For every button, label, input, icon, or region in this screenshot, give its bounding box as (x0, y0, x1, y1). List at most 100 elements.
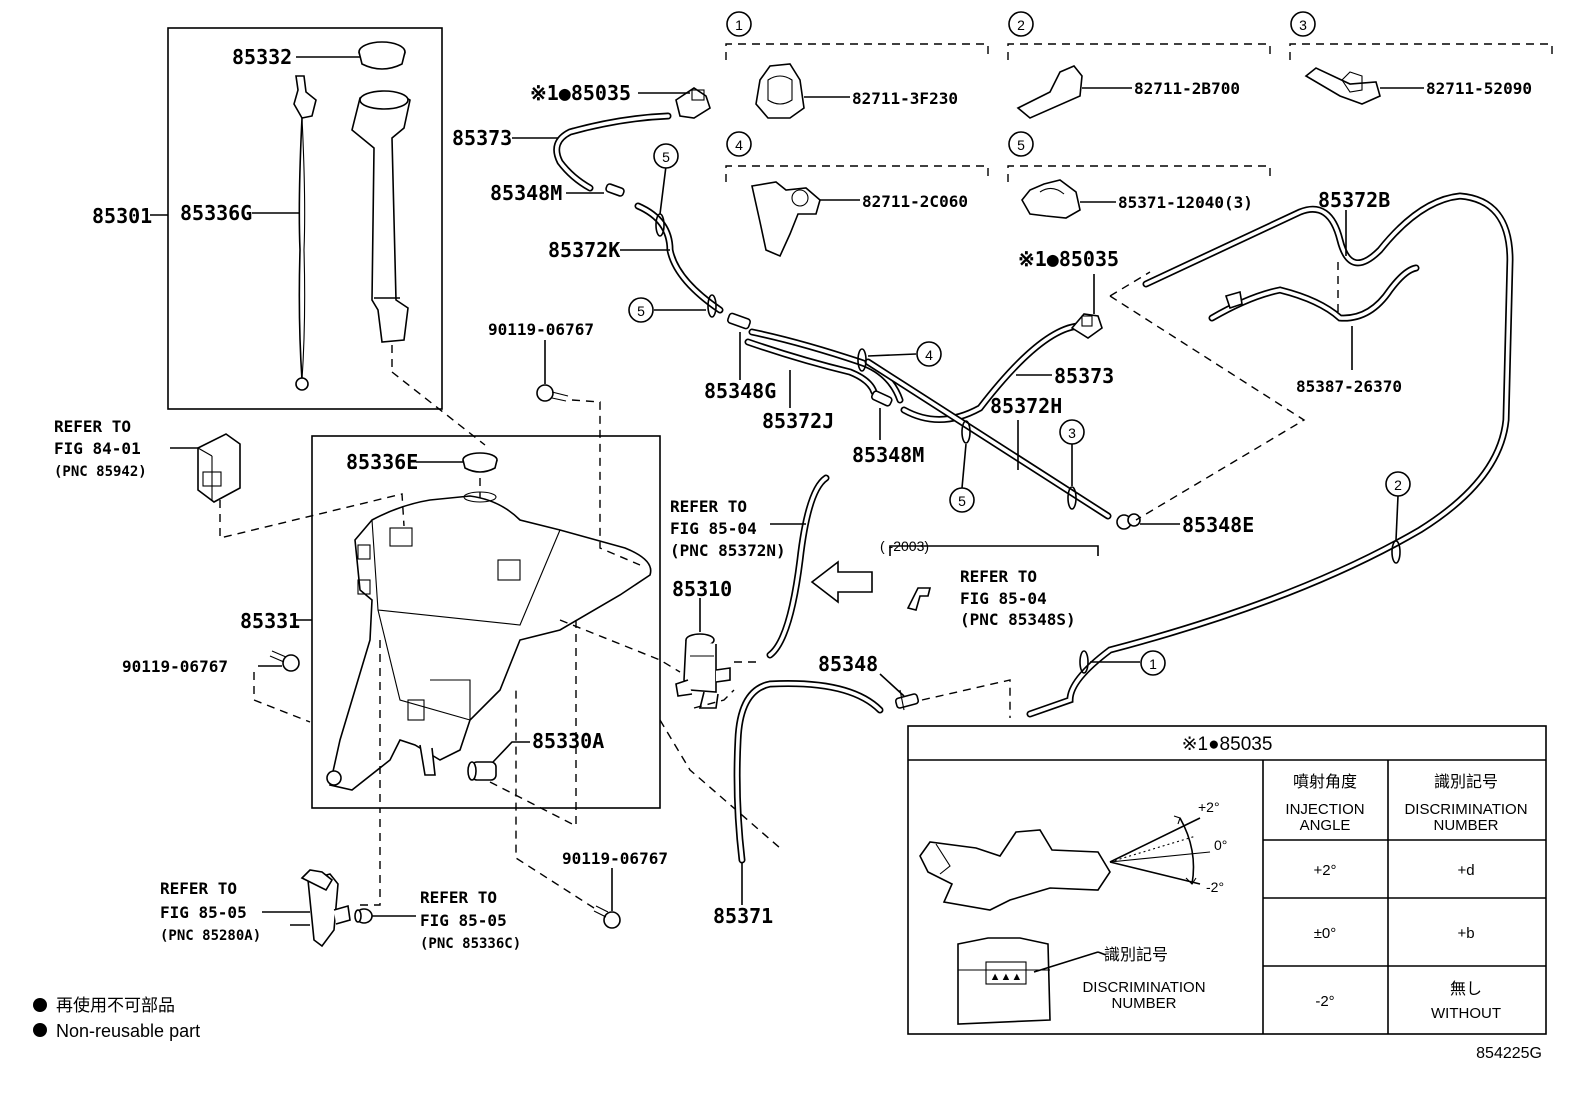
nozzle-spray-illustration: +2° 0° -2° (919, 799, 1227, 911)
svg-text:4: 4 (925, 347, 933, 363)
svg-text:3: 3 (1068, 425, 1076, 441)
svg-text:5: 5 (637, 303, 645, 319)
label-85348M-a: 85348M (490, 181, 562, 205)
svg-text:2: 2 (1017, 17, 1025, 33)
circle-3-a: 3 (1059, 419, 1085, 445)
clip-85371-12040 (1021, 179, 1081, 219)
disc-jp: 識別記号 (1104, 946, 1168, 964)
table-title: ※1●85035 (1182, 734, 1273, 755)
filler-neck (351, 91, 411, 343)
ref-fig8401-line1: REFER TO (54, 417, 131, 436)
label-85330A: 85330A (532, 729, 604, 753)
circle-numbers: 1 2 3 4 5 5 5 4 5 3 2 1 (628, 11, 1411, 676)
label-85035-a: ※1●85035 (530, 81, 631, 105)
level-gauge (293, 75, 317, 119)
label-85301: 85301 (92, 204, 152, 228)
col1-jp: 噴射角度 (1293, 773, 1357, 791)
ref-fig8505b-line1: REFER TO (420, 888, 497, 907)
clip-82711-2B700 (1016, 65, 1083, 119)
bolt-bottom (593, 905, 621, 929)
ref-fig8504a-line1: REFER TO (670, 497, 747, 516)
connector-85348M-b (871, 390, 893, 407)
angle-plus2: +2° (1198, 799, 1220, 815)
svg-text:3: 3 (1299, 17, 1307, 33)
arrow-left (810, 560, 873, 604)
label-90119-c: 90119-06767 (562, 849, 668, 868)
label-90119-a: 90119-06767 (122, 657, 228, 676)
ref-fig8504b-line1: REFER TO (960, 567, 1037, 586)
hose-85372B (1026, 192, 1514, 718)
connector-85348G (726, 312, 752, 330)
label-clip2: 82711-2B700 (1134, 79, 1240, 98)
filler-group-box (167, 27, 443, 410)
ref-fig8505a-line3: (PNC 85280A) (160, 928, 261, 944)
circle-5-a: 5 (653, 143, 679, 169)
circle-3-legend: 3 (1290, 11, 1316, 37)
row1-code: +d (1457, 862, 1474, 879)
label-85348E: 85348E (1182, 513, 1254, 537)
connector-85348 (894, 689, 920, 711)
ref-fig8505a-line1: REFER TO (160, 879, 237, 898)
label-85372B: 85372B (1318, 188, 1390, 212)
nozzle-table: ※1●85035 噴射角度 INJECTION ANGLE 識別記号 DISCR… (907, 725, 1547, 1035)
label-85035-b: ※1●85035 (1018, 247, 1119, 271)
row3-code-jp: 無し (1450, 980, 1482, 998)
clip-rings (655, 213, 1401, 674)
legend-jp: 再使用不可部品 (56, 995, 175, 1015)
circle-4-a: 4 (916, 341, 942, 367)
svg-text:5: 5 (1017, 137, 1025, 153)
label-85371: 85371 (713, 904, 773, 928)
label-clip4: 82711-2C060 (862, 192, 968, 211)
motor-connector (197, 433, 241, 503)
ref-fig8505b-line2: FIG 85-05 (420, 911, 507, 930)
label-90119-b: 90119-06767 (488, 320, 594, 339)
ref-fig8505b-line3: (PNC 85336C) (420, 936, 521, 952)
row2-angle: ±0° (1314, 925, 1337, 942)
hose-85372K (634, 202, 724, 314)
grommet-85336C (354, 908, 373, 924)
grommet-85330A (467, 761, 497, 781)
circle-2-a: 2 (1385, 471, 1411, 497)
washer-tank (329, 495, 652, 791)
row3-angle: -2° (1315, 993, 1334, 1010)
label-85372H: 85372H (990, 394, 1062, 418)
label-85332: 85332 (232, 45, 292, 69)
angle-0: 0° (1214, 837, 1227, 853)
connector-85348M-a (605, 183, 625, 197)
row3-code: WITHOUT (1431, 1005, 1501, 1022)
label-clip1: 82711-3F230 (852, 89, 958, 108)
svg-text:5: 5 (662, 149, 670, 165)
clip-legend: 82711-3F230 82711-2B700 82711-52090 8271… (725, 43, 1553, 258)
connector-85348E (1116, 513, 1141, 530)
clip-82711-2C060 (751, 181, 821, 258)
circle-2-legend: 2 (1008, 11, 1034, 37)
pump-85280A (290, 869, 351, 948)
label-85336E: 85336E (346, 450, 418, 474)
clip-82711-52090 (1304, 67, 1381, 105)
washer-motor-85310 (675, 633, 731, 709)
bolt-tank-side (269, 650, 300, 672)
col1-en-2: ANGLE (1300, 817, 1351, 834)
label-85348G: 85348G (704, 379, 776, 403)
ref-fig8504a-line2: FIG 85-04 (670, 519, 757, 538)
row2-code: +b (1457, 925, 1474, 942)
label-clip3: 82711-52090 (1426, 79, 1532, 98)
ref-fig8505a-line2: FIG 85-05 (160, 903, 247, 922)
row1-angle: +2° (1313, 862, 1336, 879)
hose-85387 (1208, 264, 1420, 322)
svg-text:5: 5 (958, 493, 966, 509)
circle-1-a: 1 (1140, 650, 1166, 676)
hose-85371 (733, 680, 884, 864)
label-85310: 85310 (672, 577, 732, 601)
circle-5-legend: 5 (1008, 131, 1034, 157)
tank-group-box (311, 435, 661, 809)
connector-85348S (906, 587, 932, 611)
label-85336G: 85336G (180, 201, 252, 225)
nozzle-85035-left (675, 87, 711, 119)
ref-fig8504b-line2: FIG 85-04 (960, 589, 1047, 608)
col2-en-2: NUMBER (1433, 817, 1498, 834)
svg-text:2: 2 (1394, 477, 1402, 493)
date-range: ( -2003) (880, 538, 929, 554)
circle-5-c: 5 (949, 487, 975, 513)
